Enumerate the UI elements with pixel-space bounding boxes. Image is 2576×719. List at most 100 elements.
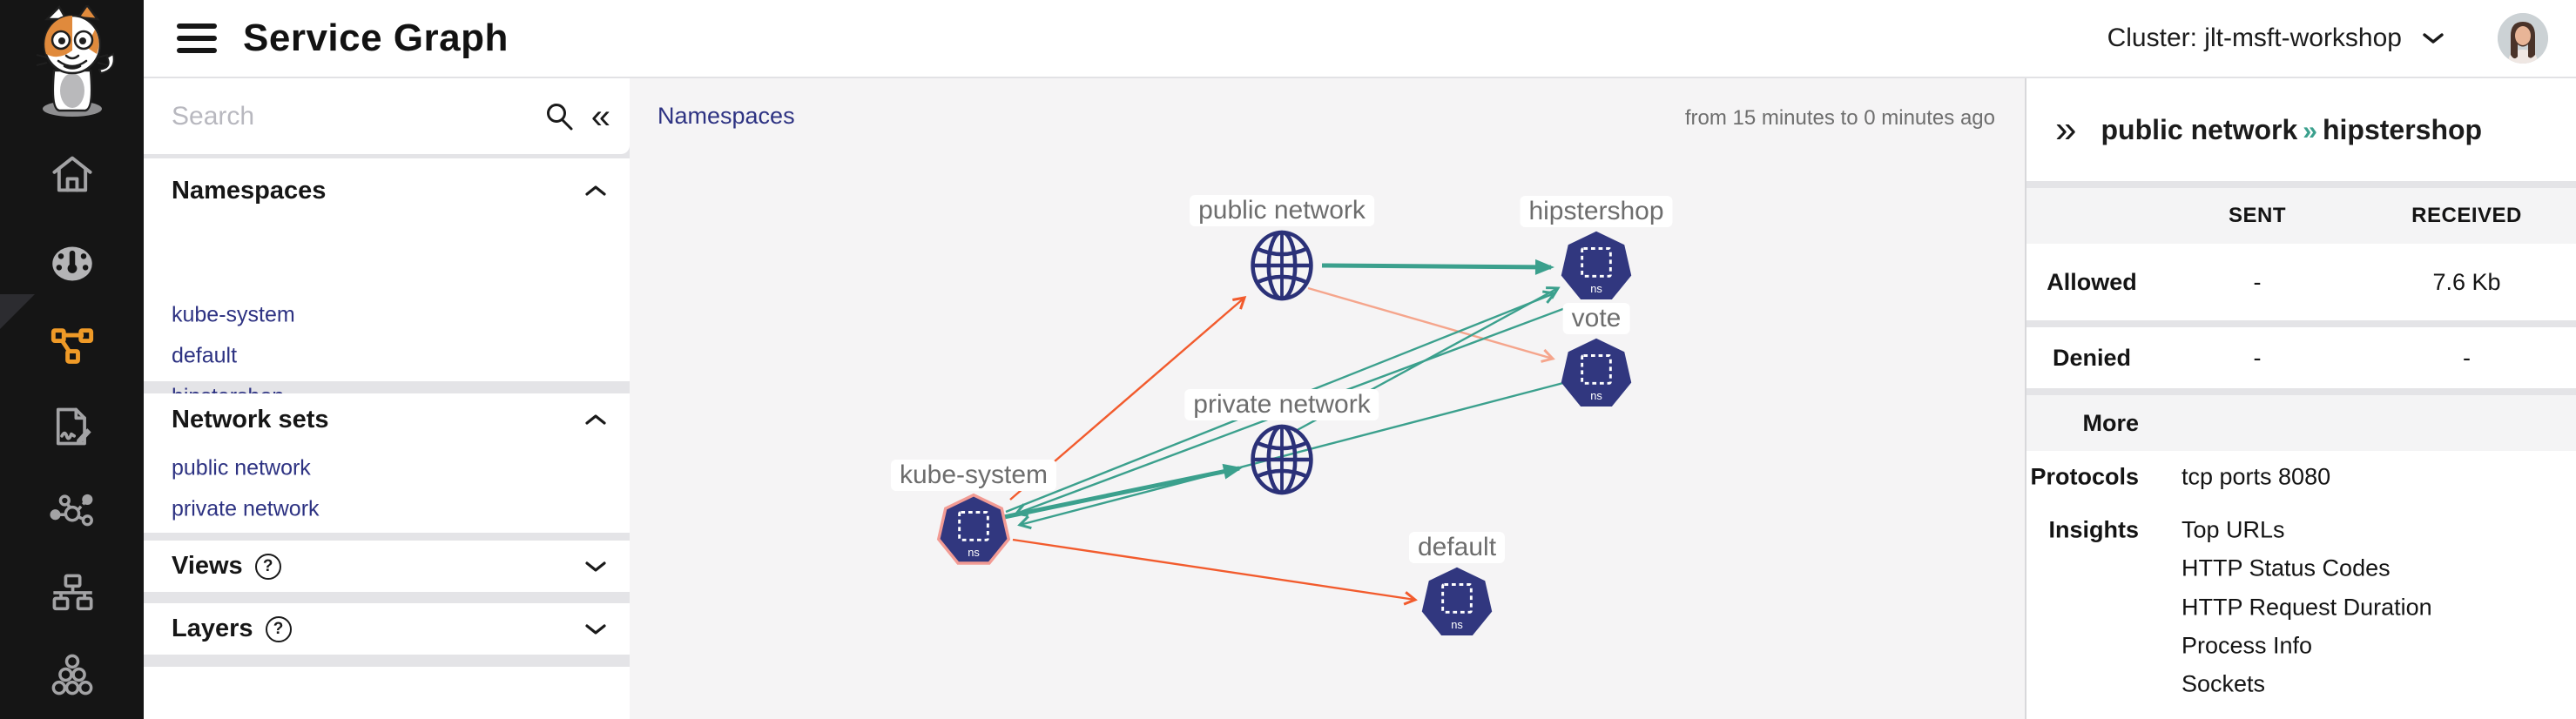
rail-item-access-graph[interactable] — [44, 484, 100, 540]
graph-node-label: hipstershop — [1520, 196, 1673, 227]
insights-row: Process Info — [2026, 633, 2576, 660]
breadcrumb: public network»hipstershop — [2101, 114, 2482, 146]
namespaces-section-header[interactable]: Namespaces — [144, 165, 630, 216]
graph-view-label: Namespaces — [657, 103, 795, 129]
help-icon[interactable]: ? — [254, 553, 281, 580]
more-label: More — [2082, 409, 2139, 436]
layers-section: Layers ? — [144, 603, 630, 655]
graph-node-private-network[interactable]: private network — [1184, 389, 1379, 497]
svg-text:ns: ns — [968, 546, 980, 559]
section-title: Layers — [172, 615, 253, 642]
service-graph-icon — [51, 328, 93, 364]
views-section-header[interactable]: Views ? — [144, 541, 630, 592]
more-section-header: More — [2026, 395, 2576, 451]
graph-node-label: kube-system — [890, 460, 1057, 491]
sidebar-item-public-network[interactable]: public network — [172, 455, 311, 480]
sidebar-item-private-network[interactable]: private network — [172, 496, 320, 521]
active-item-fold — [0, 294, 35, 329]
graph-node-public-network[interactable]: public network — [1190, 195, 1374, 303]
cluster-circles-icon — [51, 654, 92, 695]
svg-text:ns: ns — [1590, 282, 1602, 295]
help-icon[interactable]: ? — [265, 615, 292, 642]
graph-node-vote[interactable]: vote ns — [1559, 303, 1634, 413]
graph-edge-public-network-to-vote[interactable] — [1307, 286, 1555, 363]
molecule-icon — [49, 494, 93, 527]
svg-text:ns: ns — [1590, 389, 1602, 402]
cluster-selector[interactable]: Cluster: jlt-msft-workshop — [2107, 24, 2445, 53]
graph-edge-kube-system-to-private-network[interactable] — [1003, 463, 1243, 520]
rail-item-hierarchy[interactable] — [44, 566, 100, 622]
detail-panel-header: » public network»hipstershop — [2026, 78, 2576, 181]
rail-item-reports[interactable] — [44, 399, 100, 454]
graph-edge-kube-system-to-default[interactable] — [1012, 538, 1418, 606]
insight-item-sockets[interactable]: Sockets — [2182, 670, 2266, 697]
graph-node-kube-system[interactable]: kube-system ns — [890, 460, 1057, 569]
hamburger-menu-icon[interactable] — [177, 24, 217, 53]
chevron-up-icon[interactable] — [584, 184, 607, 198]
edge-detail-panel: » public network»hipstershop SENT RECEIV… — [2025, 78, 2576, 719]
chevron-up-icon[interactable] — [584, 413, 607, 427]
user-avatar[interactable] — [2498, 13, 2548, 64]
insights-row: Sockets — [2026, 671, 2576, 698]
insight-item-top-urls[interactable]: Top URLs — [2182, 516, 2285, 543]
cluster-selector-label: Cluster: jlt-msft-workshop — [2107, 24, 2402, 52]
app-logo-cat[interactable] — [21, 3, 124, 123]
allowed-sent-value: - — [2253, 268, 2262, 295]
namespace-icon-highlighted: ns — [936, 493, 1011, 565]
graph-edge-vote-to-kube-system[interactable] — [1017, 381, 1564, 530]
service-graph-canvas[interactable]: Namespaces from 15 minutes to 0 minutes … — [630, 78, 2025, 719]
chevron-down-icon — [2423, 33, 2444, 44]
graph-node-default[interactable]: default ns — [1408, 532, 1506, 642]
graph-node-label: default — [1408, 532, 1506, 563]
row-label: Allowed — [2047, 268, 2137, 295]
search-icon[interactable] — [544, 102, 574, 131]
layers-section-header[interactable]: Layers ? — [144, 603, 630, 655]
table-row-denied: Denied - - — [2026, 327, 2576, 388]
time-range-label: from 15 minutes to 0 minutes ago — [1684, 106, 1995, 130]
insight-item-http-request-duration[interactable]: HTTP Request Duration — [2182, 594, 2432, 621]
insights-row: HTTP Status Codes — [2026, 555, 2576, 582]
graph-node-hipstershop[interactable]: hipstershop ns — [1520, 196, 1673, 306]
graph-edge-public-network-to-hipstershop[interactable] — [1321, 259, 1554, 275]
globe-icon — [1251, 424, 1313, 495]
breadcrumb-source[interactable]: public network — [2101, 113, 2298, 145]
insight-item-http-status-codes[interactable]: HTTP Status Codes — [2182, 554, 2391, 581]
report-edit-icon — [56, 407, 91, 446]
search-input[interactable] — [172, 101, 544, 131]
graph-node-label: vote — [1562, 303, 1630, 334]
insight-item-process-info[interactable]: Process Info — [2182, 632, 2313, 659]
rail-item-home[interactable] — [44, 146, 100, 202]
graph-node-label: private network — [1184, 389, 1379, 420]
icon-rail — [0, 0, 144, 719]
column-header-received: RECEIVED — [2411, 204, 2522, 227]
sidebar-item-default[interactable]: default — [172, 343, 238, 368]
protocols-row: Protocols tcp ports 8080 — [2026, 464, 2576, 491]
chevron-down-icon[interactable] — [584, 622, 607, 636]
protocols-label: Protocols — [2030, 463, 2139, 490]
page-title: Service Graph — [243, 17, 509, 59]
rail-item-service-graph[interactable] — [44, 318, 100, 373]
graph-node-label: public network — [1190, 195, 1374, 226]
chevron-down-icon[interactable] — [584, 560, 607, 574]
breadcrumb-target[interactable]: hipstershop — [2322, 113, 2483, 145]
collapse-panel-icon[interactable]: » — [2055, 108, 2077, 151]
rail-item-dashboard[interactable] — [44, 236, 100, 292]
denied-received-value: - — [2463, 344, 2471, 371]
allowed-received-value: 7.6 Kb — [2432, 268, 2501, 295]
globe-icon — [1251, 230, 1313, 301]
protocols-value: tcp ports 8080 — [2182, 463, 2331, 490]
rail-item-clusters[interactable] — [44, 647, 100, 702]
namespace-icon: ns — [1561, 231, 1632, 299]
network-sets-section-header[interactable]: Network sets — [144, 397, 630, 442]
denied-sent-value: - — [2253, 344, 2262, 371]
more-section-body: Protocols tcp ports 8080 Insights Top UR… — [2026, 451, 2576, 719]
filter-sidebar: « Namespaces kube-system default hipster… — [144, 78, 630, 719]
namespace-icon: ns — [1421, 567, 1493, 635]
collapse-sidebar-icon[interactable]: « — [590, 97, 610, 136]
sidebar-item-kube-system[interactable]: kube-system — [172, 302, 295, 327]
table-row-allowed: Allowed - 7.6 Kb — [2026, 244, 2576, 320]
gauge-icon — [51, 246, 92, 281]
namespaces-section: Namespaces kube-system default hipstersh… — [144, 158, 630, 450]
network-sets-section: Network sets public network private netw… — [144, 393, 630, 533]
sidebar-filler-card — [144, 667, 630, 719]
